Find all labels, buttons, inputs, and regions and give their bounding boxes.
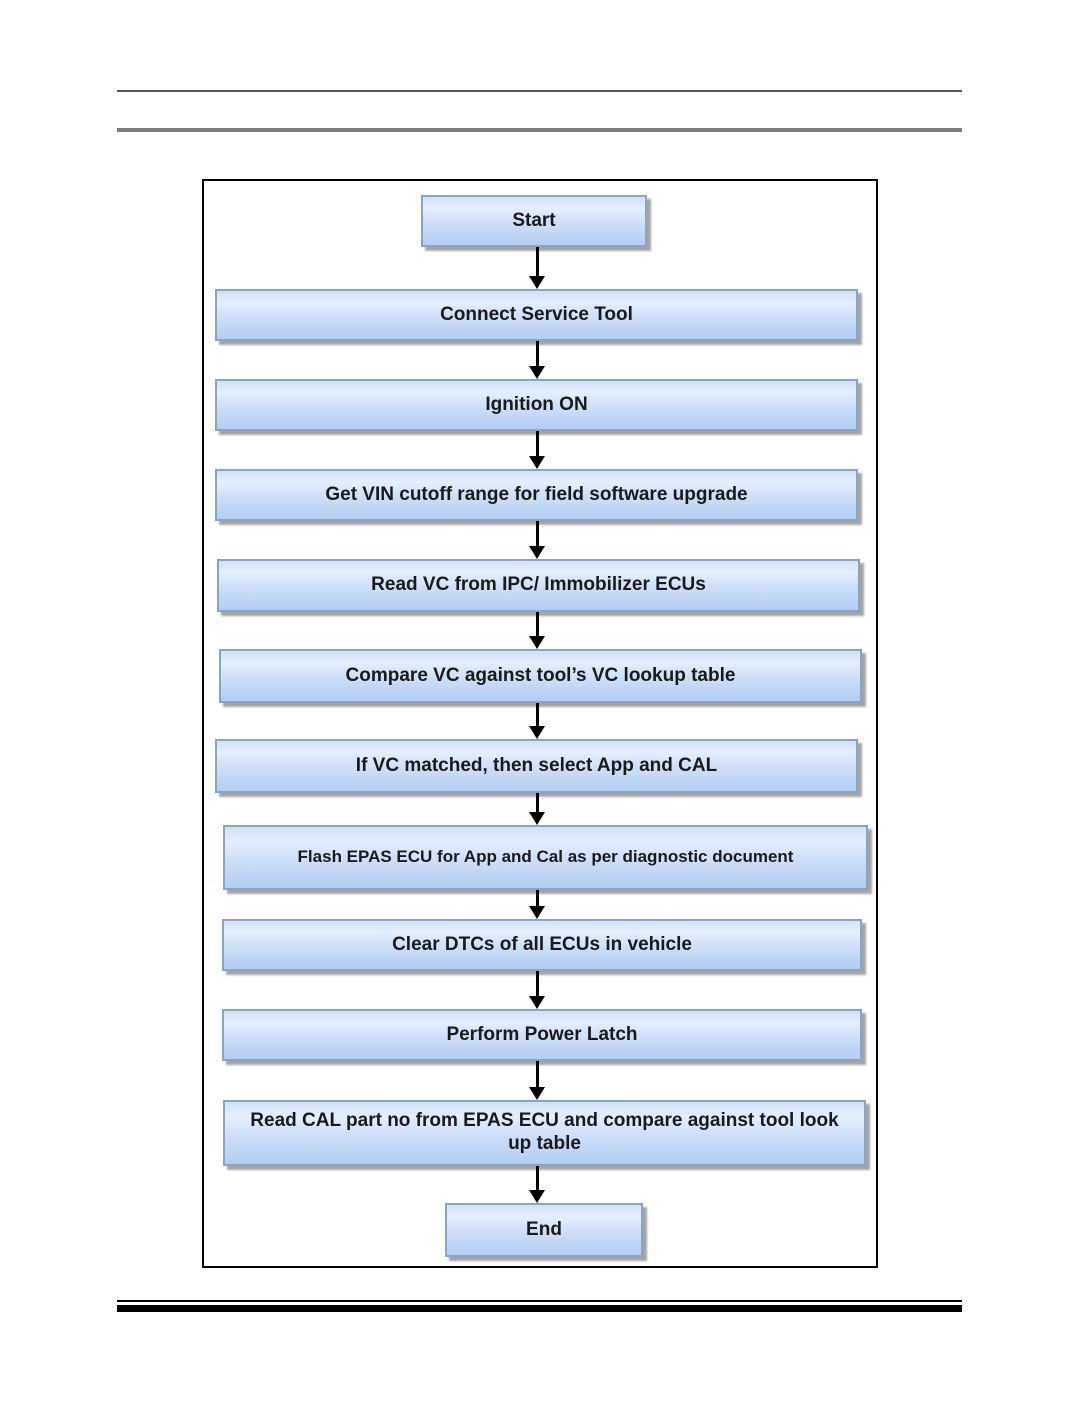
flowchart-node-label: End bbox=[526, 1218, 562, 1240]
header-rule-thick bbox=[117, 128, 962, 132]
flowchart-node-process: Read VC from IPC/ Immobilizer ECUs bbox=[217, 559, 860, 612]
down-arrow-icon bbox=[528, 431, 546, 469]
flowchart-node-process: If VC matched, then select App and CAL bbox=[215, 739, 858, 793]
flowchart-node-label: Read VC from IPC/ Immobilizer ECUs bbox=[371, 574, 706, 596]
flowchart-node-label: Ignition ON bbox=[485, 393, 588, 415]
flowchart-node-label: If VC matched, then select App and CAL bbox=[355, 754, 718, 776]
flowchart-node-label: Read CAL part no from EPAS ECU and compa… bbox=[250, 1110, 839, 1154]
down-arrow-icon bbox=[528, 793, 546, 825]
down-arrow-icon bbox=[528, 1166, 546, 1203]
down-arrow-icon bbox=[528, 890, 546, 919]
down-arrow-icon bbox=[528, 703, 546, 739]
flowchart-node-process: Compare VC against tool’s VC lookup tabl… bbox=[219, 649, 862, 703]
flowchart-node-label: Compare VC against tool’s VC lookup tabl… bbox=[345, 664, 736, 686]
down-arrow-icon bbox=[528, 521, 546, 559]
flowchart-node-process: Clear DTCs of all ECUs in vehicle bbox=[222, 919, 862, 971]
down-arrow-icon bbox=[528, 247, 546, 289]
flowchart-node-process: Get VIN cutoff range for field software … bbox=[215, 469, 858, 521]
flowchart-node-process: Connect Service Tool bbox=[215, 289, 858, 341]
flowchart-node-label: Get VIN cutoff range for field software … bbox=[325, 483, 748, 505]
flowchart-node-label: Start bbox=[512, 209, 556, 231]
flowchart-node-label: Clear DTCs of all ECUs in vehicle bbox=[392, 933, 692, 955]
flowchart-node-terminator: Start bbox=[421, 195, 647, 247]
footer-rule-thin bbox=[117, 1300, 962, 1302]
flowchart-node-label: Connect Service Tool bbox=[440, 303, 633, 325]
down-arrow-icon bbox=[528, 971, 546, 1009]
flowchart-node-process: Perform Power Latch bbox=[222, 1009, 862, 1061]
flowchart-node-label: Flash EPAS ECU for App and Cal as per di… bbox=[297, 847, 794, 867]
flowchart-node-process: Read CAL part no from EPAS ECU and compa… bbox=[223, 1100, 866, 1166]
down-arrow-icon bbox=[528, 1061, 546, 1100]
flowchart-node-label: Perform Power Latch bbox=[446, 1023, 638, 1045]
footer-rule-thick bbox=[117, 1305, 962, 1312]
header-rule-thin bbox=[117, 90, 962, 92]
down-arrow-icon bbox=[528, 612, 546, 649]
down-arrow-icon bbox=[528, 341, 546, 379]
flowchart-node-terminator: End bbox=[445, 1203, 643, 1257]
flowchart-node-process: Ignition ON bbox=[215, 379, 858, 431]
flowchart-node-process: Flash EPAS ECU for App and Cal as per di… bbox=[223, 825, 868, 890]
